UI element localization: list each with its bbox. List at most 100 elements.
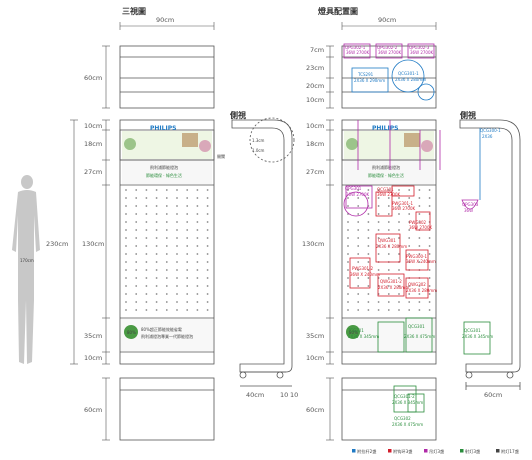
dim-right-2: 27cm: [306, 168, 324, 176]
peg-hole: [428, 197, 431, 199]
peg-hole: [347, 189, 349, 191]
peg-hole: [428, 309, 431, 311]
peg-hole: [377, 245, 380, 247]
peg-hole: [206, 253, 209, 255]
peg-hole: [186, 253, 189, 255]
dim-top-right-2: 20cm: [306, 82, 324, 90]
fixture-label-15: QCG301: [408, 324, 425, 329]
peg-hole: [367, 189, 370, 191]
peg-hole: [377, 213, 380, 215]
peg-hole: [367, 237, 370, 239]
peg-hole: [206, 277, 209, 279]
fixture-spec-1: 36W 2700K: [378, 50, 401, 55]
peg-hole: [367, 221, 370, 223]
peg-hole: [155, 253, 158, 255]
peg-hole: [418, 237, 421, 239]
legend-swatch: [424, 449, 428, 453]
header-graphics-left: [122, 131, 212, 184]
peg-hole: [145, 229, 148, 231]
fixture-spec-15: 2X36 X 475mm: [404, 334, 435, 339]
fixture-spec-3: 2X36 X 290mm: [354, 78, 385, 83]
peg-hole: [165, 309, 168, 311]
peg-hole: [428, 301, 431, 303]
peg-hole: [125, 245, 127, 247]
peg-hole: [357, 277, 360, 279]
peg-hole: [155, 245, 158, 247]
dim-right-4: 35cm: [306, 332, 324, 340]
peg-hole: [165, 205, 168, 207]
peg-hole: [165, 197, 168, 199]
fixture-spec-0: 36W 2700K: [346, 50, 369, 55]
peg-hole: [186, 237, 189, 239]
fixture-label-0: QPG302-1: [345, 45, 366, 50]
peg-hole: [176, 301, 178, 303]
side-view-right: [459, 119, 521, 390]
peg-hole: [398, 213, 400, 215]
peg-hole: [206, 301, 209, 303]
peg-hole: [145, 293, 148, 295]
legend-swatch: [496, 449, 500, 453]
dim-side-right-width: 60cm: [484, 391, 502, 399]
peg-hole: [196, 197, 199, 199]
peg-hole: [367, 269, 370, 271]
peg-hole: [387, 301, 390, 303]
peg-hole: [155, 277, 158, 279]
peg-hole: [186, 205, 189, 207]
peg-hole: [206, 221, 209, 223]
dim-left-3: 130cm: [82, 240, 104, 248]
dim-width-top-left: 90cm: [156, 16, 174, 24]
peg-hole: [398, 293, 400, 295]
peg-hole: [125, 229, 127, 231]
peg-hole: [176, 205, 178, 207]
peg-hole: [206, 229, 209, 231]
dim-left-4: 35cm: [84, 332, 102, 340]
peg-hole: [186, 285, 189, 287]
peg-hole: [186, 229, 189, 231]
header-graphics-right: [344, 131, 434, 184]
fixture-spec-4: 2X36 X 280mm: [395, 77, 426, 82]
peg-hole: [428, 189, 431, 191]
peg-hole: [418, 309, 421, 311]
peg-hole: [418, 301, 421, 303]
peg-hole: [135, 237, 138, 239]
peg-hole: [155, 269, 158, 271]
bottom-banner-left: [121, 319, 213, 351]
fixture-label-4: QCG301-1: [398, 71, 419, 76]
peg-hole: [357, 301, 360, 303]
peg-hole: [387, 253, 390, 255]
dim-top-left-60: 60cm: [84, 74, 102, 82]
peg-hole: [357, 253, 360, 255]
peg-hole: [176, 197, 178, 199]
peg-hole: [135, 189, 138, 191]
peg-hole: [206, 245, 209, 247]
peg-hole: [155, 301, 158, 303]
fixture-label-6: QCG301: [377, 187, 394, 192]
peg-hole: [176, 285, 178, 287]
peg-hole: [145, 277, 148, 279]
peg-hole: [428, 253, 431, 255]
peg-hole: [377, 309, 380, 311]
badge-right: 80%: [349, 330, 358, 335]
legend-label: 附拉杆2盏: [357, 448, 376, 455]
legend-swatch: [352, 449, 356, 453]
peg-hole: [125, 261, 127, 263]
peg-hole: [145, 269, 148, 271]
peg-hole: [408, 197, 411, 199]
peg-hole: [418, 205, 421, 207]
peg-hole: [367, 285, 370, 287]
peg-hole: [367, 213, 370, 215]
fixture-label-11: PWG301-2: [352, 266, 374, 271]
peg-hole: [387, 277, 390, 279]
fixture-spec-2: 36W 2700K: [410, 50, 433, 55]
bottom-text-2-left: 飛利浦燈泡專業一代節能燈泡: [141, 333, 193, 339]
peg-hole: [387, 213, 390, 215]
peg-hole: [165, 229, 168, 231]
peg-hole: [165, 213, 168, 215]
peg-hole: [165, 301, 168, 303]
peg-hole: [418, 221, 421, 223]
peg-hole: [196, 229, 199, 231]
peg-hole: [186, 245, 189, 247]
peg-hole: [125, 293, 127, 295]
dim-right-5: 10cm: [306, 354, 324, 362]
legend-label: 吊灯3盏: [429, 448, 444, 455]
